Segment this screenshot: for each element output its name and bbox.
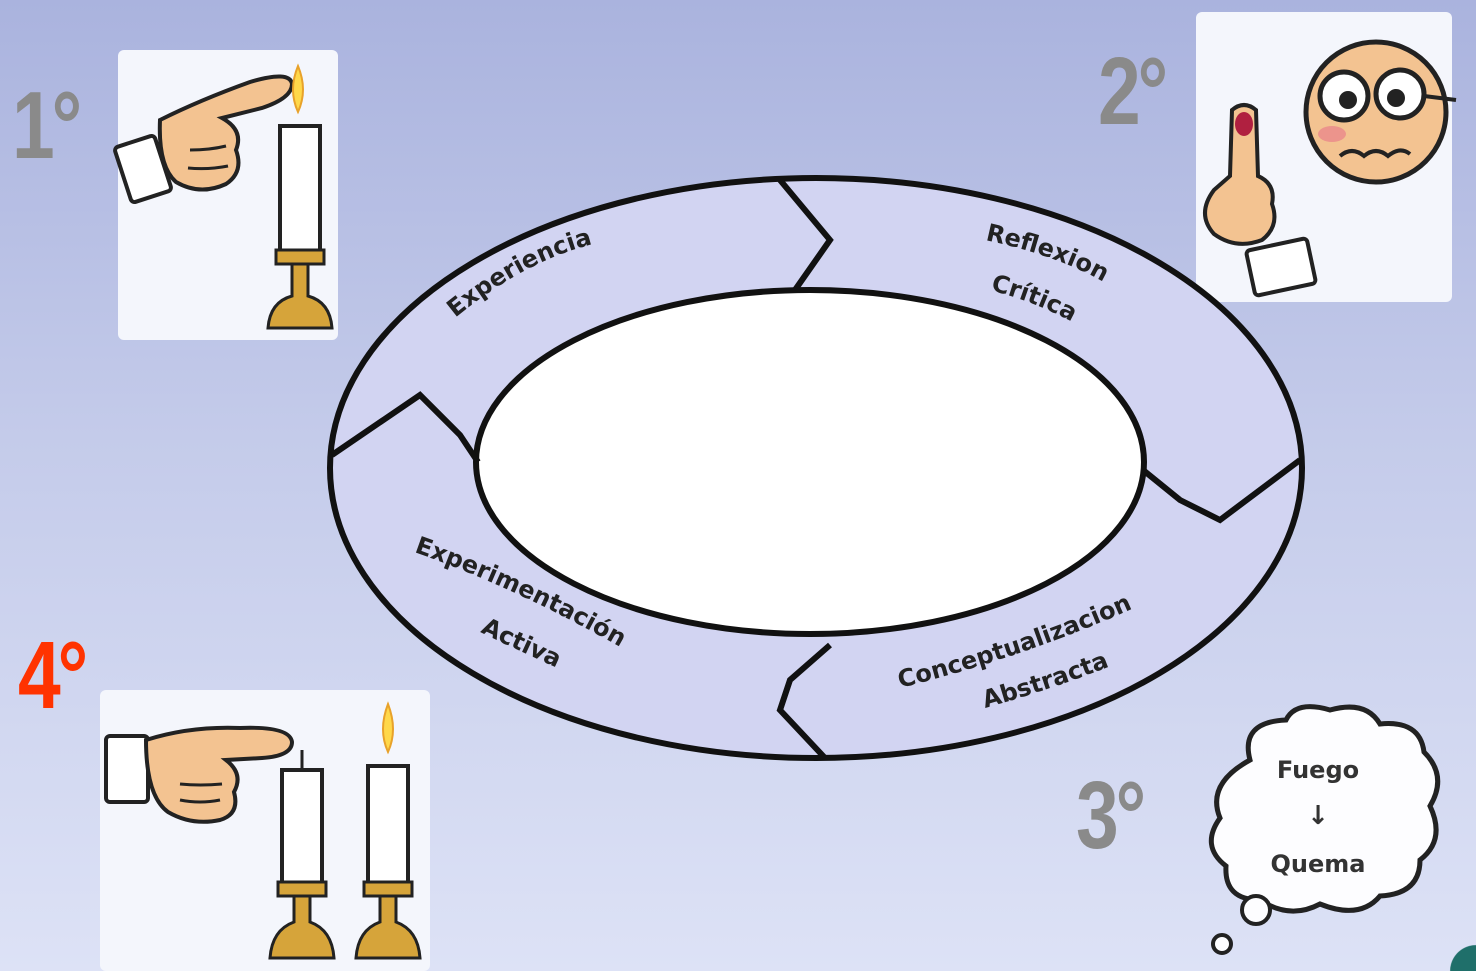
burnt-finger-icon (1203, 103, 1318, 298)
cycle-ring (327, 175, 1305, 761)
ring-divider-bottom (776, 642, 832, 761)
thought-fuego: Fuego (1277, 756, 1359, 784)
thought-cloud (1208, 704, 1441, 955)
thought-quema: Quema (1271, 850, 1366, 878)
corner-decoration (1446, 941, 1476, 971)
unlit-candle-icon (268, 750, 336, 960)
candle-icon (266, 63, 334, 330)
pointing-hand-icon-2 (104, 725, 295, 824)
ring-divider-left (330, 391, 481, 464)
step-3-label: 3° (1076, 762, 1146, 869)
pointing-hand-icon (113, 74, 295, 205)
ring-divider-right (1141, 457, 1302, 524)
step-1-label: 1° (12, 72, 82, 179)
lit-candle-icon (354, 701, 422, 960)
step-4-label: 4° (18, 622, 88, 729)
thought-arrow: ↓ (1307, 801, 1329, 831)
step-2-label: 2° (1098, 38, 1168, 145)
worried-face-icon (1303, 39, 1457, 185)
ring-divider-top (777, 178, 834, 292)
